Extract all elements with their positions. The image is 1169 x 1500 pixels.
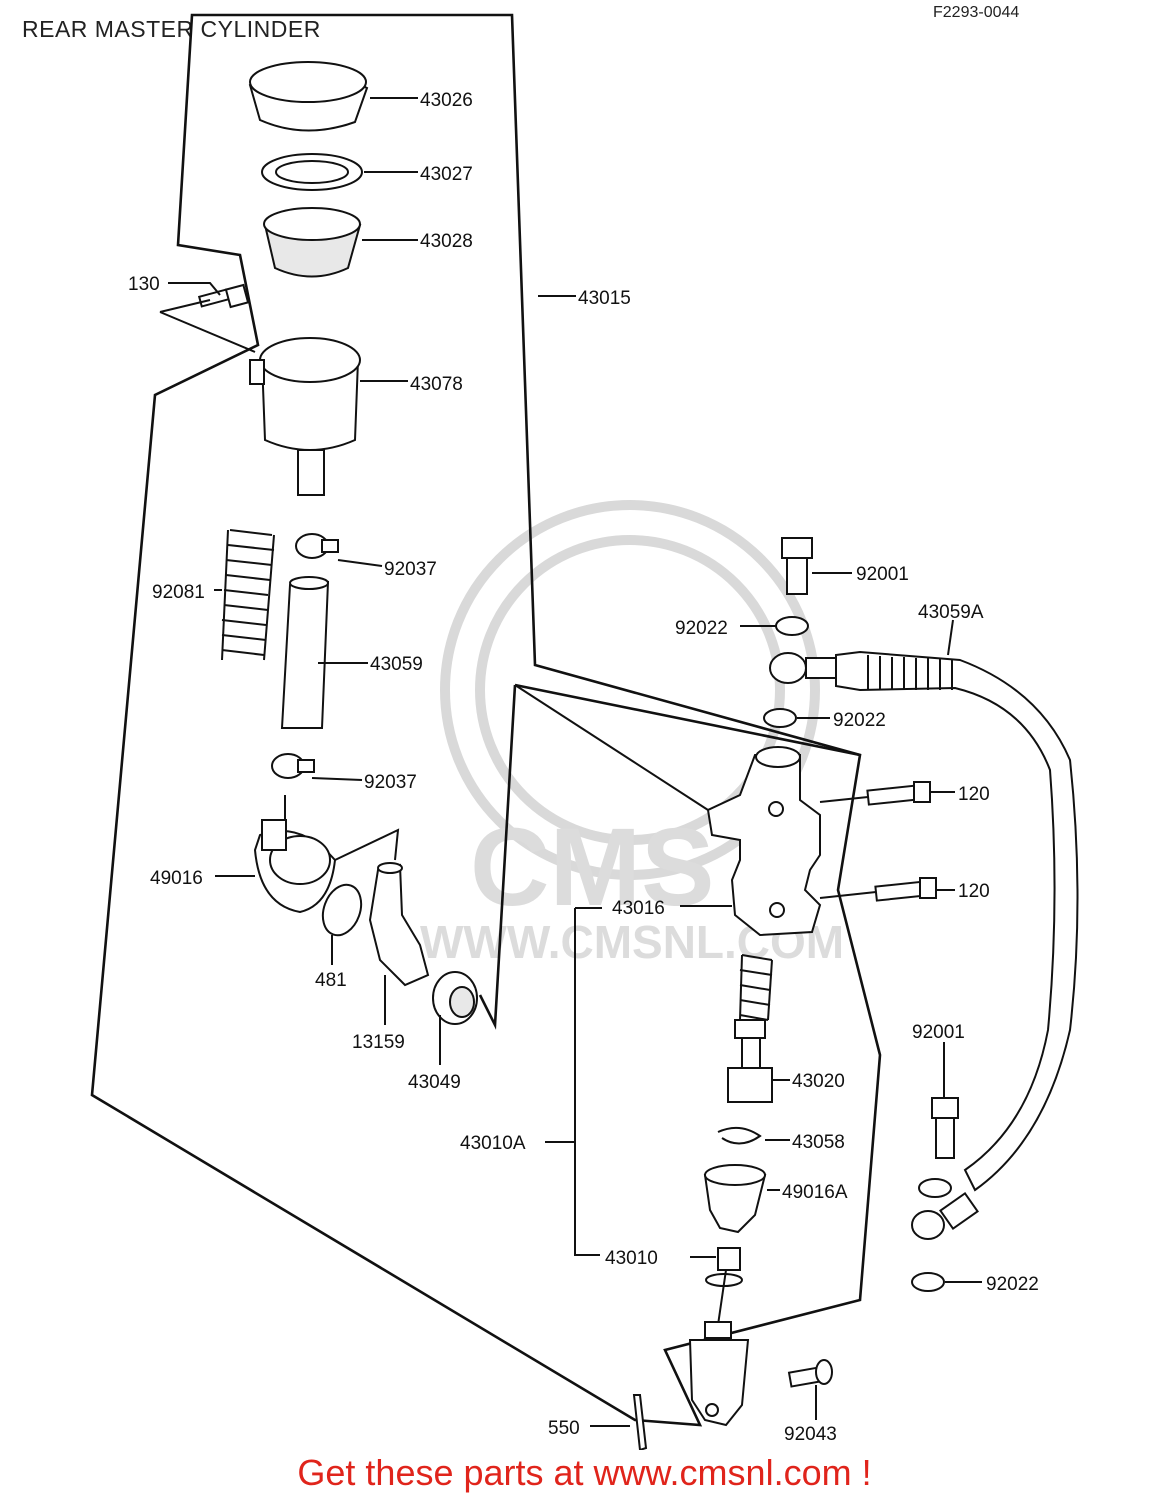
- figure-code: F2293-0044: [933, 4, 1020, 21]
- seal-43049: [432, 971, 478, 1065]
- piston-43020: [727, 954, 790, 1103]
- clevis-pin-92043: [787, 1359, 833, 1420]
- inner-outline: [514, 683, 861, 757]
- seal-ring-43027: [261, 153, 418, 191]
- label-43028: 43028: [420, 231, 473, 252]
- label-92037-lower: 92037: [364, 772, 417, 793]
- clip-43058: [717, 1126, 790, 1145]
- label-13159: 13159: [352, 1032, 405, 1053]
- label-550: 550: [548, 1418, 580, 1439]
- fitting-49016: [215, 819, 400, 914]
- label-43016: 43016: [612, 898, 665, 919]
- washer-92022-lower-b: [911, 1272, 982, 1292]
- cotter-pin-550: [590, 1394, 648, 1450]
- circlip-481: [321, 883, 363, 965]
- label-43027: 43027: [420, 164, 473, 185]
- label-49016A: 49016A: [782, 1182, 848, 1203]
- label-43026: 43026: [420, 90, 473, 111]
- bolt-120-upper: [819, 781, 955, 806]
- label-92022-lower: 92022: [986, 1274, 1039, 1295]
- spring-92081: [214, 529, 275, 661]
- washer-92022-lower-a: [918, 1178, 952, 1198]
- pushrod-43010: [688, 1247, 750, 1427]
- label-43049: 43049: [408, 1072, 461, 1093]
- bolt-120-lower: [819, 877, 955, 902]
- inner-outline-left: [478, 684, 517, 1030]
- label-120-upper: 120: [958, 784, 990, 805]
- diaphragm-43028: [263, 207, 418, 278]
- master-cylinder-43016: [514, 684, 822, 937]
- label-43010A: 43010A: [460, 1133, 526, 1154]
- brake-hose-43059A: [769, 619, 1079, 1240]
- reservoir-cap-43026: [248, 61, 418, 132]
- label-43058: 43058: [792, 1132, 845, 1153]
- label-92037-upper: 92037: [384, 559, 437, 580]
- assembly-outline-43015: [90, 13, 882, 1427]
- label-43059: 43059: [370, 654, 423, 675]
- label-92022-upper: 92022: [675, 618, 728, 639]
- washer-92022-middle: [763, 708, 830, 728]
- label-92022-middle: 92022: [833, 710, 886, 731]
- hose-43059: [280, 576, 368, 729]
- bolt-92001-upper: [781, 537, 852, 595]
- clamp-92037-upper: [295, 533, 383, 567]
- label-92001-upper: 92001: [856, 564, 909, 585]
- elbow-13159: [368, 862, 430, 1025]
- label-43010: 43010: [605, 1248, 658, 1269]
- label-49016: 49016: [150, 868, 203, 889]
- label-43059A: 43059A: [918, 602, 984, 623]
- label-481: 481: [315, 970, 347, 991]
- label-43015: 43015: [578, 288, 631, 309]
- parts-diagram: CMS WWW.CMSNL.COM: [90, 13, 1079, 1450]
- bolt-92001-lower: [931, 1042, 959, 1159]
- bolt-130: [159, 282, 256, 353]
- label-130: 130: [128, 274, 160, 295]
- label-120-lower: 120: [958, 881, 990, 902]
- washer-92022-upper: [740, 616, 809, 636]
- label-43020: 43020: [792, 1071, 845, 1092]
- reservoir-43078: [249, 337, 408, 496]
- clamp-92037-lower: [271, 753, 363, 820]
- diagram-title: REAR MASTER CYLINDER: [22, 16, 321, 42]
- label-92043: 92043: [784, 1424, 837, 1445]
- assembly-bracket: [545, 905, 732, 1256]
- label-92001-lower: 92001: [912, 1022, 965, 1043]
- label-43078: 43078: [410, 374, 463, 395]
- boot-49016A: [703, 1164, 780, 1234]
- footer-link-text[interactable]: Get these parts at www.cmsnl.com !: [297, 1452, 872, 1493]
- label-92081: 92081: [152, 582, 205, 603]
